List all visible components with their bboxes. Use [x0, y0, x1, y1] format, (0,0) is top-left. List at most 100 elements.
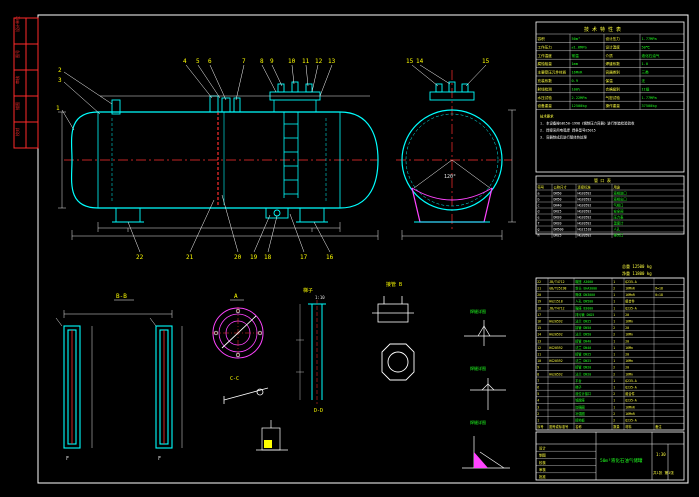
- weld-detail: [464, 320, 506, 346]
- parts-list-cell: 1: [613, 280, 615, 284]
- parts-list-cell: 铭牌座: [575, 398, 585, 403]
- parts-list-cell: 16MnR: [625, 412, 635, 416]
- tech-table-cell: 射线检测: [538, 86, 553, 91]
- nozzle-table-cell: 用途: [614, 185, 621, 190]
- tech-table-cell: 1mm: [572, 62, 579, 66]
- part-number: 10: [288, 58, 296, 65]
- parts-list-cell: 筒体 DN3000: [575, 292, 595, 297]
- angle-line: [451, 159, 491, 189]
- tech-table-cell: 水压试验: [538, 95, 553, 100]
- tech-table-cell: 合格级别: [606, 86, 621, 91]
- parts-list-cell: JB/T4712: [549, 306, 564, 310]
- parts-list-cell: 1: [613, 339, 615, 343]
- parts-list-cell: 16MnR: [625, 287, 635, 291]
- nozzle-table-cell: 压力表: [614, 215, 625, 220]
- parts-list-cell: HG20592: [549, 359, 563, 363]
- part-number: 4: [183, 58, 187, 65]
- tech-table-cell: 1.0: [642, 62, 649, 66]
- weld-detail: [470, 378, 506, 410]
- tech-table-cell: ≤1.6MPa: [572, 45, 587, 49]
- parts-list-cell: 补强圈: [575, 411, 585, 416]
- nozzle-table-cell: d: [538, 210, 540, 214]
- nozzle-table-cell: HG20592: [578, 234, 592, 238]
- part-number: 16: [326, 254, 334, 261]
- top-nozzle: [291, 81, 299, 93]
- part-number: 9: [270, 58, 274, 65]
- ladder-detail-dims: [296, 304, 304, 400]
- parts-list-cell: 1: [613, 320, 615, 324]
- tech-table-cell: 介质: [606, 53, 614, 58]
- nozzle-table-cell: 液相进口: [614, 191, 627, 196]
- parts-list-cell: 16: [537, 320, 541, 324]
- tech-table-cell: 设计压力: [606, 36, 621, 41]
- left-title-strip: 设计单位 图号 审核 描图 校对: [13, 16, 39, 149]
- parts-list-cell: 3: [537, 405, 539, 409]
- nozzle-table-cell: DN20: [554, 222, 562, 226]
- parts-list-cell: 1: [613, 353, 615, 357]
- parts-list-cell: 22: [537, 280, 541, 284]
- parts-list-cell: 1: [613, 386, 615, 390]
- end-view: 120° 15 14 15: [396, 58, 516, 240]
- tech-table-cell: 16MnR: [572, 71, 584, 75]
- tech-table-cell: 工作温度: [538, 53, 553, 58]
- end-saddle-wedge: [411, 187, 493, 201]
- parts-list-cell: 2: [613, 333, 615, 337]
- angle-note: 120°: [444, 174, 456, 180]
- parts-list-cell: 21: [537, 287, 541, 291]
- nozzle-table-cell: 连接标准: [578, 185, 592, 190]
- tech-note: 技术要求: [540, 114, 554, 119]
- part-number: 17: [300, 254, 308, 261]
- parts-list-cell: 9: [537, 366, 539, 370]
- nozzle-table-cell: DN25: [554, 210, 562, 214]
- part-number: 14: [416, 58, 424, 65]
- parts-list-cell: 20: [625, 313, 629, 317]
- nozzle-table-cell: 排污口: [614, 233, 624, 238]
- top-nozzle: [209, 95, 219, 113]
- tech-table-cell: 50m³: [572, 37, 581, 41]
- parts-list-cell: 18: [537, 306, 541, 310]
- left-strip-label: 描图: [14, 102, 20, 110]
- parts-list-cell: 序号: [537, 424, 543, 429]
- parts-list-cell: 法兰 DN20: [575, 371, 591, 376]
- parts-list-cell: 16MnR: [625, 405, 635, 409]
- tech-table-cell: 主要受压元件材质: [538, 70, 567, 75]
- end-shell: [401, 109, 503, 211]
- tech-table-cell: 容器类别: [606, 70, 621, 75]
- parts-list-cell: 1: [613, 379, 615, 383]
- parts-list-cell: 2: [613, 392, 615, 396]
- drawing-scale: 1:30: [656, 452, 666, 457]
- main-leaders: [61, 64, 333, 253]
- nozzle-table-cell: f: [538, 222, 540, 226]
- nozzle-table-cell: h: [538, 234, 540, 238]
- parts-list-cell: 1: [613, 359, 615, 363]
- parts-list-cell: 1: [613, 399, 615, 403]
- part-number: 19: [250, 254, 258, 261]
- part-number: 20: [234, 254, 242, 261]
- part-number: 13: [328, 58, 336, 65]
- part-number: 2: [58, 67, 62, 74]
- part-number: 7: [242, 58, 246, 65]
- part-labels-top: 4 5 6 7 8 9 10 11 12 13: [183, 58, 336, 65]
- parts-list-cell: 16Mn: [625, 372, 633, 376]
- parts-list-cell: 1: [613, 306, 615, 310]
- parts-list-cell: 2: [613, 372, 615, 376]
- part-number: 5: [196, 58, 200, 65]
- parts-list-cell: Q235-A: [625, 280, 637, 284]
- parts-list-cell: 接地板: [575, 418, 585, 423]
- nozzle-detail-side: [372, 296, 414, 323]
- nozzle-table-cell: 人孔: [614, 227, 621, 232]
- end-part-labels: 15 14 15: [406, 58, 490, 65]
- parts-list-cell: 液位计接口: [575, 391, 591, 396]
- tech-table-cell: 焊缝系数: [606, 61, 621, 66]
- part-number: 12: [315, 58, 323, 65]
- parts-list-cell: 16Mn: [625, 320, 633, 324]
- parts-list-cell: 20: [537, 293, 541, 297]
- nozzle-table-cell: DN50: [554, 192, 562, 196]
- nozzle-table-cell: DN50: [554, 198, 562, 202]
- tech-table-cell: 腐蚀裕量: [538, 61, 553, 66]
- top-nozzle: [305, 83, 313, 93]
